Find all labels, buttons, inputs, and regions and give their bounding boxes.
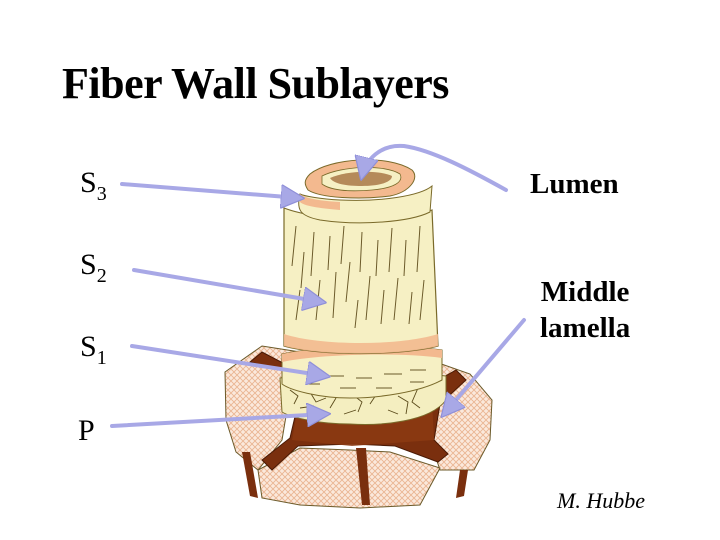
arrow-s1 (130, 344, 326, 376)
label-s3: S3 (80, 166, 107, 205)
s2-layer (283, 207, 439, 355)
author-credit: M. Hubbe (557, 488, 645, 513)
label-s1-main: S (80, 330, 97, 363)
label-s2-sub: 2 (96, 265, 107, 287)
label-p-main: P (78, 414, 95, 447)
pointer-arrows (110, 143, 526, 428)
arrow-middle-lamella (444, 318, 526, 414)
arrow-s3 (120, 182, 300, 198)
arrow-lumen (362, 143, 508, 192)
label-middle-lamella-line1: Middle (540, 276, 630, 308)
label-s1-sub: 1 (96, 347, 107, 369)
slide-title: Fiber Wall Sublayers (62, 59, 449, 108)
arrow-s2 (132, 268, 322, 302)
label-s2-main: S (80, 248, 97, 281)
label-lumen: Lumen (530, 168, 619, 200)
label-s3-main: S (80, 166, 97, 199)
arrow-p (110, 414, 326, 428)
label-p: P (78, 414, 95, 448)
label-s1: S1 (80, 330, 107, 369)
label-s2: S2 (80, 248, 107, 287)
label-s3-sub: 3 (96, 183, 107, 205)
label-middle-lamella-line2: lamella (540, 312, 631, 344)
label-middle-lamella: Middle lamella (540, 274, 630, 346)
